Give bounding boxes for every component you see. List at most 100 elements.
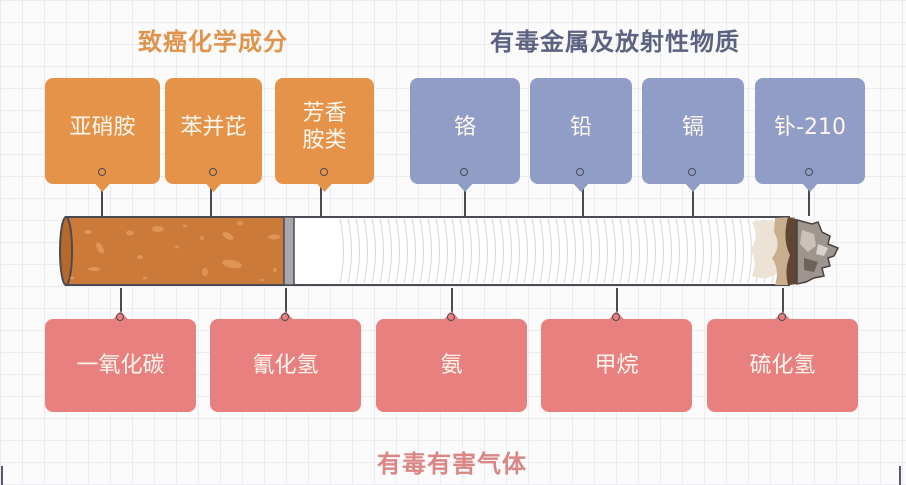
metal-box-lead: 铅	[530, 78, 632, 192]
paper-ring-line	[355, 218, 360, 284]
gas-label: 氰化氢	[252, 353, 319, 378]
connector-line	[616, 288, 618, 316]
paper-ring-line	[571, 218, 576, 284]
paper-ring-line	[507, 218, 512, 284]
paper-ring-line	[659, 218, 664, 284]
pointer-tip	[801, 182, 819, 192]
gas-box-hydrogen-sulfide: 硫化氢	[707, 311, 858, 412]
paper-ring-line	[435, 218, 440, 284]
anchor-dot	[777, 313, 786, 321]
anchor-dot	[446, 313, 455, 321]
gas-box-carbon-monoxide: 一氧化碳	[45, 311, 196, 412]
metal-box-polonium-210: 钋-210	[755, 78, 865, 192]
paper-ring-line	[419, 218, 424, 284]
paper-ring-line	[499, 218, 504, 284]
gas-box-hydrogen-cyanide: 氰化氢	[210, 311, 361, 412]
paper-ring-line	[595, 218, 600, 284]
paper-ring-line	[451, 218, 456, 284]
pointer-tip	[456, 182, 474, 192]
paper-ring-line	[547, 218, 552, 284]
carcinogen-label: 芳香 胺类	[302, 101, 347, 153]
paper-ring-line	[563, 218, 568, 284]
paper-ring-line	[379, 218, 384, 284]
connector-line	[692, 178, 694, 216]
paper-ring-line	[363, 218, 368, 284]
anchor-dot	[460, 168, 469, 176]
paper-ring-line	[699, 218, 704, 284]
anchor-dot	[115, 313, 124, 321]
paper-ring-line	[443, 218, 448, 284]
metal-label: 铅	[569, 114, 592, 140]
paper-ring-line	[475, 218, 480, 284]
connector-line	[464, 178, 466, 216]
paper-ring-line	[635, 218, 640, 284]
paper-ring-line	[491, 218, 496, 284]
anchor-dot	[611, 313, 620, 321]
paper-ring-line	[603, 218, 608, 284]
pointer-tip	[93, 182, 112, 192]
anchor-dot	[280, 313, 289, 321]
metal-label: 镉	[681, 114, 704, 140]
paper-ring-line	[683, 218, 688, 284]
carcinogen-label: 亚硝胺	[69, 114, 136, 140]
paper-ring-line	[467, 218, 472, 284]
paper-ring-line	[523, 218, 528, 284]
edge-mark	[1, 466, 3, 485]
connector-line	[120, 288, 122, 316]
paper-ring-line	[403, 218, 408, 284]
gas-box-ammonia: 氨	[376, 311, 527, 412]
paper-ring-line	[483, 218, 488, 284]
anchor-dot	[208, 168, 217, 176]
heading-carcinogens: 致癌化学成分	[138, 28, 288, 56]
connector-line	[101, 178, 103, 216]
connector-line	[210, 178, 212, 216]
anchor-dot	[576, 168, 585, 176]
paper-ring-line	[739, 218, 744, 284]
connector-line	[582, 178, 584, 216]
paper-ring-line	[371, 218, 376, 284]
gas-label: 氨	[440, 353, 463, 378]
pointer-tip	[315, 182, 334, 192]
paper-ring-line	[555, 218, 560, 284]
paper-ring-line	[339, 218, 344, 284]
metal-box-cadmium: 镉	[642, 78, 744, 192]
paper-ring-line	[619, 218, 624, 284]
edge-mark	[899, 466, 901, 485]
connector-line	[451, 288, 453, 316]
metal-box-chromium: 铬	[410, 78, 520, 192]
anchor-dot	[319, 168, 328, 176]
metal-label: 钋-210	[774, 114, 846, 140]
connector-line	[782, 288, 784, 316]
anchor-dot	[805, 168, 814, 176]
paper-ring-line	[347, 218, 352, 284]
paper-ring-line	[723, 218, 728, 284]
paper-ring-line	[651, 218, 656, 284]
paper-ring-line	[587, 218, 592, 284]
anchor-dot	[97, 168, 106, 176]
paper-ring-line	[675, 218, 680, 284]
carcinogen-box-benzopyrene: 苯并芘	[165, 78, 262, 192]
pointer-tip	[684, 182, 702, 192]
paper-ring-line	[579, 218, 584, 284]
connector-line	[285, 288, 287, 316]
carcinogen-box-nitrosamine: 亚硝胺	[45, 78, 160, 192]
paper-ring-line	[539, 218, 544, 284]
paper-ring-line	[531, 218, 536, 284]
carcinogen-box-aromatic-amines: 芳香 胺类	[275, 78, 374, 192]
paper-ring-line	[459, 218, 464, 284]
connector-line	[320, 178, 322, 216]
cigarette-filter	[59, 216, 295, 286]
paper-ring-line	[395, 218, 400, 284]
paper-ring-line	[707, 218, 712, 284]
paper-ring-line	[411, 218, 416, 284]
paper-ring-line	[427, 218, 432, 284]
gas-label: 甲烷	[594, 353, 639, 378]
carcinogen-label: 苯并芘	[180, 114, 247, 140]
paper-ring-line	[691, 218, 696, 284]
paper-ring-line	[611, 218, 616, 284]
pointer-tip	[572, 182, 590, 192]
paper-ring-line	[667, 218, 672, 284]
metal-label: 铬	[453, 114, 476, 140]
filter-speckles	[70, 221, 280, 282]
